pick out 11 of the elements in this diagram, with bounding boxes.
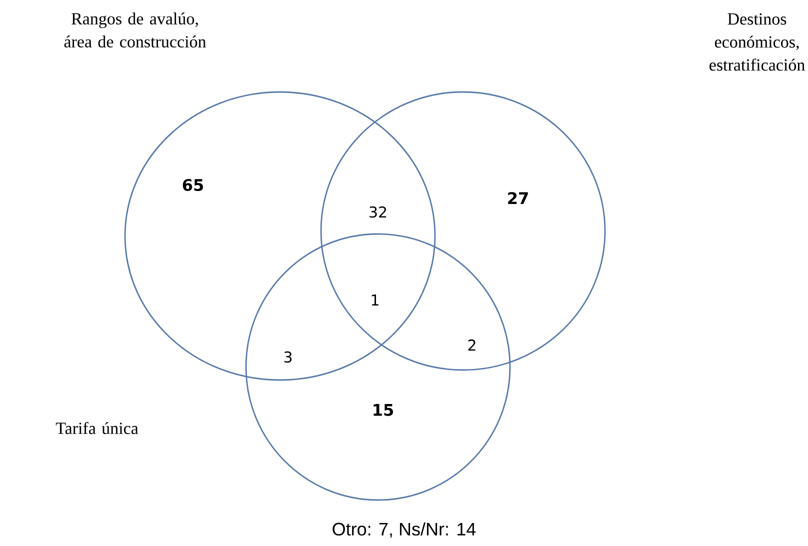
region-count: 65	[182, 178, 203, 192]
region-count: 2	[468, 339, 476, 351]
caption: Otro: 7, Ns/Nr: 14	[332, 522, 476, 538]
region-count: 1	[372, 294, 378, 306]
set-label: Rangos de avalúo, área de construcción	[64, 12, 206, 48]
region-count: 27	[508, 192, 528, 204]
region-count: 15	[374, 404, 394, 416]
region-count: 3	[284, 351, 292, 363]
region-count: 32	[370, 206, 386, 218]
set-label: Destinos económicos, estratificación	[710, 13, 805, 71]
set-label: Tarifa única	[56, 422, 138, 434]
